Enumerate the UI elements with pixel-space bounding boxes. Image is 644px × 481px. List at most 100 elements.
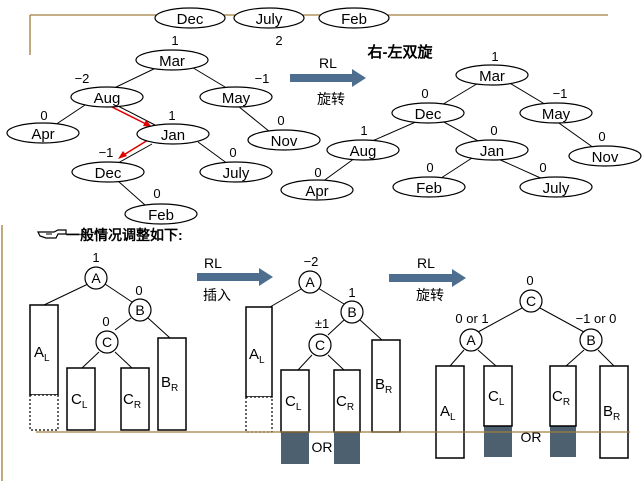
red-arrow-aug-jan [107,104,149,126]
subtree-s3-cl-label: CL [488,388,505,408]
node-dec [71,161,145,183]
node-july [199,161,273,183]
edge-s2-b-br [359,319,383,341]
edge-s1-c-cr [114,351,133,369]
node-s3-a-label: A [466,332,476,348]
bf-jan: 1 [168,108,175,123]
node-a-nov-label: Nov [592,149,619,166]
red-arrow-jan-dec [121,139,149,157]
rotation-arrow-top-label: RL [319,55,337,71]
subtree-s1-cl [66,367,96,431]
subtree-s1-al [29,304,59,396]
seq-node-feb [318,7,390,29]
edge-s2-b-c [327,319,345,336]
subtree-s2-cr-label: CR [336,393,354,413]
bf-a-feb: 0 [426,160,433,175]
node-aug [70,86,144,108]
right-arrow-icon [197,268,273,286]
node-a-aug [326,139,400,161]
node-aug-label: Aug [94,90,121,107]
node-s3-a [459,328,483,352]
subtree-s3-al [435,365,465,459]
node-a-july-label: July [543,180,570,197]
general-stage-1: AL CL CR BR A 1 B 0 C 0 [29,250,187,431]
edge-s3-c-a [477,307,523,333]
node-s1-b [128,298,152,322]
node-a-nov [568,145,642,167]
node-s3-c-label: C [526,293,536,309]
right-arrow-icon [290,69,366,87]
bf-a-jan: 0 [490,123,497,138]
bf-s2-c: ±1 [315,316,329,331]
node-s3-c [519,289,543,313]
edge-s2-a-b [317,287,345,305]
rotation-arrow-bottom-label: 旋转 [317,91,345,107]
node-a-feb [392,176,466,198]
bf-s3-b: −1 or 0 [576,311,617,326]
subtree-s1-al-extension [29,394,59,431]
tree-before: Mar 1 Aug −2 May −1 Apr 0 Jan 1 Nov 0 De… [6,33,321,225]
bf-s1-a: 1 [92,250,99,265]
subtree-s1-cr-label: CR [123,391,141,411]
arrow-rotate-bottom-label: 旋转 [416,287,444,303]
node-jan-label: Jan [161,127,185,144]
node-may [199,86,273,108]
bf-a-apr: 0 [314,165,321,180]
inserted-node-s2-cl [281,432,309,464]
subtree-s2-br-label: BR [375,376,392,396]
red-arrowhead-2 [118,151,127,159]
subtree-s1-br [157,337,187,431]
node-s2-a-label: A [305,274,315,290]
edge-a-aug-apr [321,157,356,183]
subtree-s3-cl [483,365,513,427]
hand-pointer-icon [37,229,67,239]
right-arrow-icon [389,269,466,287]
edge-jan-dec [117,143,153,164]
node-jan [136,123,210,145]
subtree-s2-al-extension [245,396,273,433]
node-a-july [519,176,593,198]
bf-a-july: 0 [539,160,546,175]
node-s2-b [340,300,364,324]
node-a-mar-label: Mar [479,68,505,85]
subtree-s3-al-label: AL [440,403,456,423]
node-mar-label: Mar [159,53,185,70]
bf-may: −1 [255,71,270,86]
edge-mar-may [189,65,231,91]
node-nov-label: Nov [271,133,298,150]
edge-a-dec-jan [441,120,481,143]
arrow-insert-top-label: RL [204,255,222,271]
rotation-title: 右-左双旋 [368,43,434,61]
node-feb-label: Feb [148,207,174,224]
insert-sequence: Dec July Feb 2 [154,7,390,48]
node-a-mar [455,64,529,86]
subtree-s2-al-label: AL [249,346,265,366]
bf-feb: 0 [153,186,160,201]
edge-may-nov [237,105,271,133]
general-heading-row: 一般情况调整如下: [37,227,183,243]
edge-jan-july [197,141,229,165]
edge-s2-c-cl [297,354,313,371]
seq-node-dec-label: Dec [177,11,204,28]
edge-a-jan-july [495,157,546,181]
inserted-node-s3-cl [484,425,512,457]
bf-aug: −2 [75,71,90,86]
bf-s3-a: 0 or 1 [455,311,488,326]
node-s3-b-label: B [586,332,595,348]
node-a-feb-label: Feb [416,180,442,197]
edge-a-mar-may [507,81,549,107]
node-july-label: July [223,165,250,182]
bf-july: 0 [229,145,236,160]
bf-s3-c: 0 [526,273,533,288]
edge-s3-c-b [539,307,585,333]
node-nov [247,129,321,151]
bf-s1-c: 0 [102,314,109,329]
node-s2-c [308,333,332,357]
general-stage-2: AL CL CR OR BR A −2 B 1 C ±1 [245,254,401,464]
inserted-node-s2-cr [334,432,360,464]
node-may-label: May [222,90,251,107]
node-a-jan-label: Jan [480,143,504,160]
bf-apr: 0 [40,108,47,123]
edge-aug-jan [117,105,156,126]
